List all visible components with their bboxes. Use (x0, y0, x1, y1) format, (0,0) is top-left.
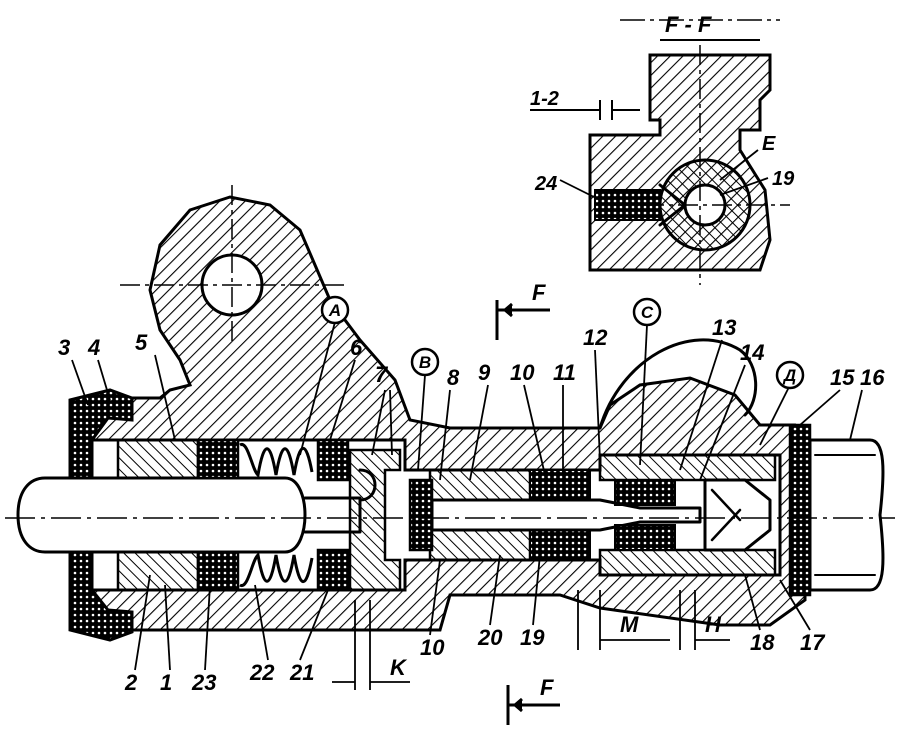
part-19: 19 (520, 625, 545, 650)
dim-k: K (390, 655, 408, 680)
seal-21 (316, 548, 350, 592)
cut-marker-top (495, 300, 550, 340)
section-label-24: 24 (534, 173, 557, 195)
part-23: 23 (191, 670, 216, 695)
leader-lines (71, 321, 863, 671)
svg-text:Д: Д (782, 366, 796, 385)
part-13: 13 (712, 315, 736, 340)
cut-letter-top: F (532, 280, 546, 305)
section-ff (530, 19, 790, 285)
part-15: 15 (830, 365, 855, 390)
zone-d: Д (775, 360, 805, 390)
section-label-e: E (762, 133, 776, 155)
svg-text:A: A (328, 301, 341, 320)
part-1: 1 (160, 670, 172, 695)
svg-text:B: B (419, 353, 431, 372)
valve-sleeve (408, 468, 702, 562)
part-11: 11 (553, 360, 576, 385)
part-7: 7 (375, 362, 389, 387)
part-18: 18 (750, 630, 775, 655)
part-17: 17 (800, 630, 826, 655)
zone-b: B (410, 347, 440, 377)
dim-m: M (620, 612, 639, 637)
part-20: 20 (477, 625, 503, 650)
part-12: 12 (583, 325, 608, 350)
zone-a: A (320, 295, 350, 325)
svg-text:C: C (641, 303, 654, 322)
part-6: 6 (350, 335, 363, 360)
centre-lines (5, 185, 895, 519)
section-title: F - F (665, 12, 712, 37)
cut-marker-bottom (506, 685, 560, 725)
part-21: 21 (289, 660, 314, 685)
part-9: 9 (478, 360, 491, 385)
washer-7 (348, 448, 402, 592)
dimension-lines (332, 590, 730, 690)
cut-letter-bottom: F (540, 675, 554, 700)
section-dimension: 1-2 (530, 88, 559, 110)
right-insert (598, 453, 777, 577)
part-3: 3 (58, 335, 70, 360)
zone-c: C (632, 297, 662, 327)
part-10-top: 10 (510, 360, 535, 385)
dim-h: H (705, 612, 722, 637)
part-16: 16 (860, 365, 885, 390)
part-2: 2 (124, 670, 138, 695)
part-8: 8 (447, 365, 460, 390)
plunger (16, 438, 362, 592)
spring-22 (239, 443, 314, 587)
end-fitting (788, 423, 885, 597)
section-label-19: 19 (772, 168, 795, 190)
part-10-bottom: 10 (420, 635, 445, 660)
part-4: 4 (87, 335, 100, 360)
end-cap (68, 388, 134, 642)
part-14: 14 (740, 340, 764, 365)
part-22: 22 (249, 660, 275, 685)
part-5: 5 (135, 330, 148, 355)
seal-6 (316, 438, 350, 482)
